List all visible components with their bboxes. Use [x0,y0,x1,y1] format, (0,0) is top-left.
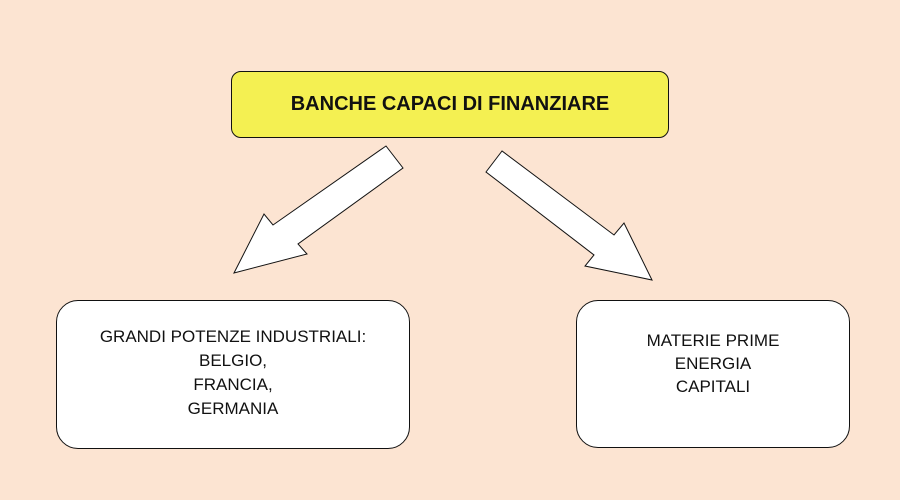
right-node-line: MATERIE PRIME [646,330,780,350]
left-node-line: GERMANIA [187,398,279,418]
left-node-line: GRANDI POTENZE INDUSTRIALI: [99,326,367,346]
left-node-line: BELGIO, [198,350,268,370]
top-node-banche: BANCHE CAPACI DI FINANZIARE [231,71,669,138]
left-node-line: FRANCIA, [193,374,273,394]
right-node-line: ENERGIA [674,353,752,373]
top-node-label: BANCHE CAPACI DI FINANZIARE [290,93,610,115]
right-node-line: CAPITALI [675,376,751,396]
arrow-left [233,145,404,274]
arrow-right [485,150,653,281]
right-node-risorse: MATERIE PRIME ENERGIA CAPITALI [576,300,850,448]
left-node-potenze: GRANDI POTENZE INDUSTRIALI: BELGIO, FRAN… [56,300,410,449]
